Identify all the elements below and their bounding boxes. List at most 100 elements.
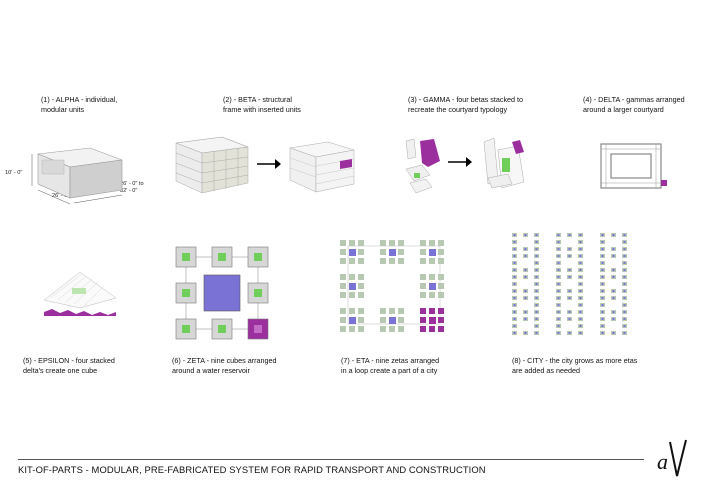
arrow-icon	[448, 157, 472, 167]
city-eta-reservoir	[513, 318, 516, 320]
eta-zeta-reservoir	[349, 317, 356, 324]
city-eta-reservoir	[579, 241, 582, 243]
dimension-depth: 26' - 0" to 32' - 0"	[120, 181, 144, 194]
city-eta-reservoir	[623, 297, 626, 299]
city-eta-reservoir	[579, 318, 582, 320]
eta-zeta-cube	[420, 274, 426, 280]
caption-gamma: (3) - GAMMA - four betas stacked to recr…	[408, 95, 524, 114]
city-eta-reservoir	[579, 276, 582, 278]
gamma-betas-diagram	[405, 138, 440, 194]
city-eta-reservoir	[568, 297, 571, 299]
city-eta-reservoir	[601, 318, 604, 320]
city-eta-reservoir	[568, 276, 571, 278]
city-eta-reservoir	[623, 276, 626, 278]
city-eta-reservoir	[623, 318, 626, 320]
eta-zeta-cube	[420, 292, 426, 298]
av-logo: a	[657, 439, 687, 477]
city-eta-reservoir	[513, 262, 516, 264]
city-eta-reservoir	[612, 297, 615, 299]
city-eta-reservoir	[623, 283, 626, 285]
eta-zeta-cube	[398, 249, 404, 255]
eta-zeta-cube	[340, 274, 346, 280]
caption-epsilon: (5) - EPSILON - four stacked delta's cre…	[23, 356, 115, 375]
city-eta-reservoir	[579, 269, 582, 271]
city-eta-reservoir	[513, 276, 516, 278]
eta-zeta-cube	[340, 317, 346, 323]
city-eta-reservoir	[557, 318, 560, 320]
city-eta-reservoir	[513, 297, 516, 299]
dimension-height: 10' - 0"	[5, 170, 23, 176]
zeta-cube-court	[182, 325, 190, 333]
footer-title: KIT-OF-PARTS - MODULAR, PRE-FABRICATED S…	[18, 464, 486, 475]
eta-zeta-cube	[380, 258, 386, 264]
caption-city: (8) - CITY - the city grows as more etas…	[512, 356, 638, 375]
water-reservoir	[203, 274, 241, 312]
city-eta-reservoir	[601, 311, 604, 313]
city-eta-reservoir	[579, 297, 582, 299]
eta-zeta-cube	[438, 308, 444, 314]
eta-zeta-cube	[389, 308, 395, 314]
city-eta-reservoir	[579, 311, 582, 313]
delta-ring-diagram	[600, 143, 667, 189]
eta-zeta-cube	[389, 258, 395, 264]
eta-zeta-cube	[358, 274, 364, 280]
city-eta-reservoir	[513, 241, 516, 243]
eta-zeta-reservoir	[429, 249, 436, 256]
city-eta-reservoir	[601, 290, 604, 292]
eta-zeta-cube	[340, 283, 346, 289]
city-eta-reservoir	[568, 234, 571, 236]
city-eta-reservoir	[579, 283, 582, 285]
city-eta-reservoir	[513, 332, 516, 334]
eta-zeta-cube	[398, 240, 404, 246]
city-eta-reservoir	[513, 283, 516, 285]
city-eta-reservoir	[623, 311, 626, 313]
eta-zeta-reservoir	[349, 249, 356, 256]
city-eta-reservoir	[535, 276, 538, 278]
city-eta-reservoir	[623, 304, 626, 306]
zeta-cube-court	[182, 289, 190, 297]
city-eta-reservoir	[513, 255, 516, 257]
city-eta-reservoir	[535, 269, 538, 271]
city-eta-reservoir	[568, 290, 571, 292]
city-eta-reservoir	[623, 255, 626, 257]
caption-zeta: (6) - ZETA - nine cubes arranged around …	[172, 356, 277, 375]
eta-zeta-cube	[340, 292, 346, 298]
eta-zeta-cube	[429, 258, 435, 264]
city-eta-reservoir	[579, 255, 582, 257]
eta-zeta-cube	[358, 249, 364, 255]
eta-zeta-cube	[438, 240, 444, 246]
city-eta-reservoir	[623, 248, 626, 250]
city-eta-reservoir	[601, 248, 604, 250]
city-eta-reservoir	[524, 255, 527, 257]
city-eta-reservoir	[557, 297, 560, 299]
city-eta-reservoir	[612, 276, 615, 278]
zeta-grid-diagram	[175, 246, 269, 340]
eta-zeta-cube	[420, 283, 426, 289]
zeta-cube-court	[254, 253, 262, 261]
city-eta-reservoir	[612, 255, 615, 257]
city-eta-reservoir	[524, 311, 527, 313]
city-eta-reservoir	[623, 269, 626, 271]
city-eta-reservoir	[568, 248, 571, 250]
city-eta-reservoir	[601, 283, 604, 285]
city-eta-reservoir	[513, 269, 516, 271]
zeta-cube-court	[254, 325, 262, 333]
footer-divider	[18, 459, 644, 460]
city-eta-reservoir	[579, 304, 582, 306]
eta-zeta-reservoir	[429, 317, 436, 324]
city-eta-reservoir	[535, 290, 538, 292]
svg-text:a: a	[657, 449, 668, 474]
eta-zeta-cube	[358, 317, 364, 323]
eta-zeta-cube	[349, 308, 355, 314]
city-eta-reservoir	[623, 332, 626, 334]
eta-zeta-cube	[429, 240, 435, 246]
eta-zeta-cube	[438, 283, 444, 289]
eta-zeta-cube	[340, 240, 346, 246]
eta-zeta-cube	[380, 326, 386, 332]
eta-zeta-reservoir	[349, 283, 356, 290]
city-eta-reservoir	[601, 276, 604, 278]
city-eta-reservoir	[535, 262, 538, 264]
city-eta-reservoir	[601, 255, 604, 257]
city-eta-reservoir	[623, 262, 626, 264]
eta-zeta-cube	[349, 274, 355, 280]
